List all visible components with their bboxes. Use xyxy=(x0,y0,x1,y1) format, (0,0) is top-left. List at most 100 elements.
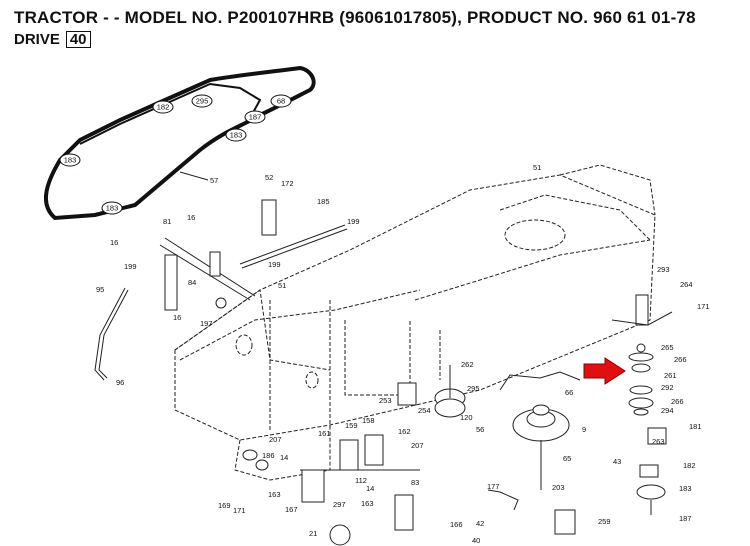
rod-185 xyxy=(239,224,346,265)
part-number-label: 96 xyxy=(116,378,124,387)
part-number-label: 14 xyxy=(366,484,374,493)
part-number-label: 83 xyxy=(411,478,419,487)
part-number-label: 199 xyxy=(268,260,281,269)
part-number-label: 163 xyxy=(361,499,374,508)
part-number-label: 263 xyxy=(652,437,665,446)
part-number-label: 163 xyxy=(268,490,281,499)
rod-66 xyxy=(499,371,581,391)
bracket-264 xyxy=(635,294,649,326)
belt-callout-label: 182 xyxy=(157,103,170,112)
part-number-label: 56 xyxy=(476,425,484,434)
part-number-label: 112 xyxy=(355,476,367,485)
belt-callout-label: 183 xyxy=(230,131,243,140)
part-number-label: 203 xyxy=(552,483,565,492)
bracket-259 xyxy=(554,509,576,535)
part-number-label: 171 xyxy=(233,506,246,515)
part-number-label: 166 xyxy=(450,520,463,529)
part-number-label: 177 xyxy=(487,482,500,491)
part-number-label: 264 xyxy=(680,280,693,289)
part-number-label: 186 xyxy=(262,451,275,460)
part-number-label: 266 xyxy=(671,397,684,406)
belt-callout-label: 295 xyxy=(196,97,209,106)
part-number-label: 161 xyxy=(318,429,331,438)
bracket-167 xyxy=(301,469,325,503)
drive-label: DRIVE xyxy=(14,31,60,48)
clip-197 xyxy=(215,297,227,309)
bracket-172 xyxy=(261,199,277,236)
part-number-label: 171 xyxy=(697,302,710,311)
part-number-label: 293 xyxy=(657,265,670,274)
part-number-label: 16 xyxy=(110,238,118,247)
idler-pulley-266-upper xyxy=(628,352,654,362)
part-number-label: 172 xyxy=(281,179,294,188)
belt-callout-label: 183 xyxy=(106,204,119,213)
part-number-label: 9 xyxy=(582,425,586,434)
belt-callout-label: 183 xyxy=(70,169,83,178)
belt-routing-diagram: 183 182 295 187 68 183 183 183 57 xyxy=(43,65,316,221)
part-number-label: 95 xyxy=(96,285,104,294)
part-number-label: 185 xyxy=(317,197,330,206)
belt-callout: 183 xyxy=(225,128,247,142)
part-number-label: 42 xyxy=(476,519,484,528)
drive-section-label: DRIVE 40 xyxy=(14,31,91,48)
part-number-label: 40 xyxy=(472,536,480,545)
cable-95 xyxy=(94,287,126,381)
part-number-label: 162 xyxy=(398,427,411,436)
part-number-label: 182 xyxy=(683,461,696,470)
idler-bracket-181 xyxy=(647,427,667,445)
part-number-label: 52 xyxy=(265,173,273,182)
drive-number-box: 40 xyxy=(65,31,91,48)
part-number-label: 14 xyxy=(280,453,288,462)
part-number-label: 181 xyxy=(689,422,702,431)
components xyxy=(94,199,673,546)
part-number-label: 297 xyxy=(333,500,346,509)
part-number-label: 197 xyxy=(200,319,213,328)
belt-leader xyxy=(179,171,209,181)
part-number-label: 295 xyxy=(467,384,480,393)
belt-label-57: 57 xyxy=(210,176,218,185)
belt-callout: 187 xyxy=(244,110,266,124)
belt-callout-label: 183 xyxy=(64,156,77,165)
link-162 xyxy=(339,439,359,471)
part-number-label: 261 xyxy=(664,371,677,380)
part-number-label: 120 xyxy=(460,413,473,422)
part-number-label: 265 xyxy=(661,343,674,352)
part-number-label: 43 xyxy=(613,457,621,466)
part-number-label: 21 xyxy=(309,529,317,538)
part-number-label: 65 xyxy=(563,454,571,463)
part-number-label: 207 xyxy=(411,441,424,450)
part-number-label: 51 xyxy=(533,163,541,172)
part-number-label: 167 xyxy=(285,505,298,514)
highlight-arrow xyxy=(583,357,626,385)
part-number-label: 199 xyxy=(347,217,360,226)
part-number-label: 207 xyxy=(269,435,282,444)
belt-callout: 295 xyxy=(191,94,213,108)
part-number-label: 294 xyxy=(661,406,674,415)
part-number-label: 199 xyxy=(124,262,137,271)
part-number-label: 259 xyxy=(598,517,611,526)
belt-callout-label: 187 xyxy=(249,113,262,122)
belt-callout: 183 xyxy=(59,153,81,167)
bracket-253 xyxy=(397,382,417,406)
part-number-label: 159 xyxy=(345,421,358,430)
belt-callout: 183 xyxy=(101,201,123,215)
part-number-label: 16 xyxy=(187,213,195,222)
tractor-frame xyxy=(174,164,656,481)
part-number-label: 253 xyxy=(379,396,392,405)
part-number-label: 254 xyxy=(418,406,431,415)
part-number-label: 187 xyxy=(679,514,692,523)
pulley-183 xyxy=(636,484,666,500)
part-number-label: 16 xyxy=(173,313,181,322)
part-number-label: 158 xyxy=(362,416,375,425)
pulley-21 xyxy=(329,524,351,546)
page-title: TRACTOR - - MODEL NO. P200107HRB (960610… xyxy=(14,8,696,27)
part-number-label: 81 xyxy=(163,217,171,226)
bearing-261 xyxy=(631,363,651,373)
belt-callout: 68 xyxy=(270,94,292,108)
part-number-label: 169 xyxy=(218,501,231,510)
part-number-label: 183 xyxy=(679,484,692,493)
drive-belt-57 xyxy=(43,65,316,221)
idler-pulley-266-lower xyxy=(628,397,654,409)
part-number-label: 84 xyxy=(188,278,196,287)
